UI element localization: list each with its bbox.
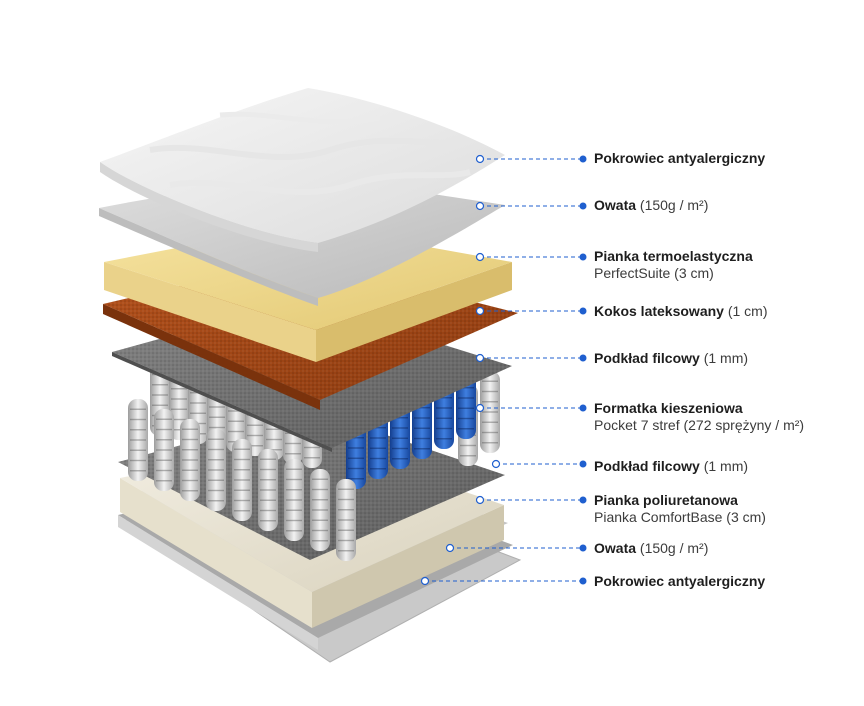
- leader-label-dot: [579, 202, 587, 210]
- label-detail: (150g / m²): [639, 540, 709, 556]
- label-title: Pokrowiec antyalergiczny: [594, 573, 766, 589]
- label-sub: Pocket 7 stref (272 sprężyny / m²): [594, 417, 805, 433]
- leader-label-dot: [579, 544, 587, 552]
- label-bottom-wadding: Owata (150g / m²): [594, 540, 708, 557]
- leader-label-dot: [579, 577, 587, 585]
- label-upper-felt: Podkład filcowy (1 mm): [594, 350, 748, 367]
- label-lower-felt: Podkład filcowy (1 mm): [594, 458, 748, 475]
- label-title: Podkład filcowy: [594, 350, 700, 366]
- label-detail: (1 mm): [703, 458, 749, 474]
- leader-anchor-dot: [475, 252, 485, 262]
- spring-white: [284, 459, 304, 541]
- leader-label-dot: [579, 307, 587, 315]
- label-detail: (1 mm): [703, 350, 749, 366]
- leader-anchor-dot: [445, 543, 455, 553]
- spring-white: [310, 469, 330, 551]
- label-top-cover: Pokrowiec antyalergiczny: [594, 150, 765, 167]
- label-title: Pianka poliuretanowa: [594, 492, 738, 508]
- leader-anchor-dot: [475, 201, 485, 211]
- leader-label-dot: [579, 460, 587, 468]
- leader-label-dot: [579, 404, 587, 412]
- leader-anchor-dot: [491, 459, 501, 469]
- label-bottom-cover: Pokrowiec antyalergiczny: [594, 573, 765, 590]
- label-title: Podkład filcowy: [594, 458, 700, 474]
- label-detail: (150g / m²): [639, 197, 709, 213]
- spring-white: [154, 409, 174, 491]
- spring-white: [128, 399, 148, 481]
- label-thermo-foam: Pianka termoelastyczna PerfectSuite (3 c…: [594, 248, 753, 282]
- leader-label-dot: [579, 354, 587, 362]
- spring-white: [232, 439, 252, 521]
- label-title: Pianka termoelastyczna: [594, 248, 753, 264]
- leader-lines: [420, 154, 587, 586]
- spring-white: [180, 419, 200, 501]
- spring-white: [480, 371, 500, 453]
- leader-anchor-dot: [475, 403, 485, 413]
- leader-label-dot: [579, 496, 587, 504]
- spring-white: [258, 449, 278, 531]
- leader-anchor-dot: [420, 576, 430, 586]
- spring-white: [206, 429, 226, 511]
- label-coconut: Kokos lateksowany (1 cm): [594, 303, 768, 320]
- leader-anchor-dot: [475, 353, 485, 363]
- label-title: Owata: [594, 197, 637, 213]
- leader-anchor-dot: [475, 154, 485, 164]
- leader-label-dot: [579, 253, 587, 261]
- label-detail: (1 cm): [727, 303, 768, 319]
- label-title: Owata: [594, 540, 637, 556]
- label-sub: Pianka ComfortBase (3 cm): [594, 509, 766, 525]
- label-upper-wadding: Owata (150g / m²): [594, 197, 708, 214]
- spring-white: [336, 479, 356, 561]
- label-sub: PerfectSuite (3 cm): [594, 265, 714, 281]
- label-pu-foam: Pianka poliuretanowa Pianka ComfortBase …: [594, 492, 766, 526]
- leader-label-dot: [579, 155, 587, 163]
- label-title: Pokrowiec antyalergiczny: [594, 150, 766, 166]
- layer-top-cover: [100, 88, 505, 252]
- label-title: Formatka kieszeniowa: [594, 400, 743, 416]
- label-title: Kokos lateksowany: [594, 303, 724, 319]
- label-pocket-springs: Formatka kieszeniowa Pocket 7 stref (272…: [594, 400, 804, 434]
- leader-anchor-dot: [475, 306, 485, 316]
- leader-anchor-dot: [475, 495, 485, 505]
